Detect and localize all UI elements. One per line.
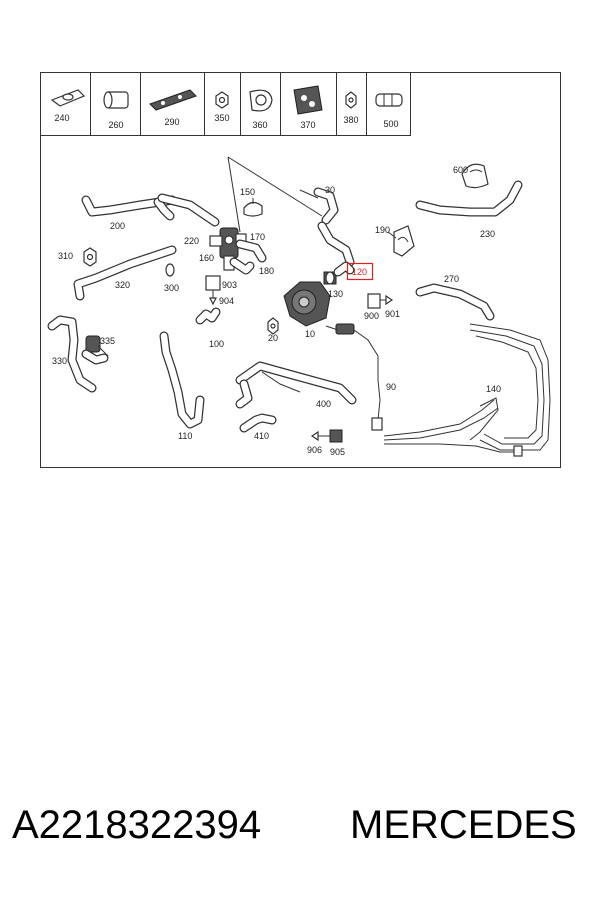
callout-labels: 600 230 150 30 200 190 170 220 310 160 1…	[52, 165, 501, 457]
footer: A2218322394 MERCEDES	[0, 803, 600, 863]
highlight-box-120[interactable]	[346, 262, 374, 281]
callout-335[interactable]: 335	[100, 336, 115, 346]
callout-10[interactable]: 10	[305, 329, 315, 339]
block-370-icon	[293, 85, 323, 115]
callout-150[interactable]: 150	[240, 187, 255, 197]
callout-330[interactable]: 330	[52, 356, 67, 366]
hoses-and-parts	[47, 156, 551, 457]
thumbnail-label: 350	[214, 113, 229, 123]
connector-900-icon	[367, 293, 394, 309]
valve-160-icon	[209, 227, 247, 271]
sensor-cable-90-icon	[335, 323, 383, 431]
sleeve-260-icon	[103, 91, 129, 109]
grommet-500-icon	[375, 93, 403, 107]
callout-130[interactable]: 130	[328, 289, 343, 299]
part-number: A2218322394	[12, 803, 262, 847]
callout-270[interactable]: 270	[444, 274, 459, 284]
callout-903[interactable]: 903	[222, 280, 237, 290]
callout-200[interactable]: 200	[110, 221, 125, 231]
gasket-240-icon	[50, 89, 86, 107]
thumbnail-label: 240	[54, 113, 69, 123]
thumbnail-label: 290	[164, 117, 179, 127]
thumbnail-cell[interactable]	[366, 72, 411, 136]
callout-220[interactable]: 220	[184, 236, 199, 246]
callout-90[interactable]: 90	[386, 382, 396, 392]
clip-903-icon	[205, 275, 221, 306]
callout-120[interactable]: 120	[352, 267, 367, 277]
callout-230[interactable]: 230	[480, 229, 495, 239]
thumbnail-label: 260	[108, 120, 123, 130]
bracket-290-icon	[149, 89, 197, 111]
callout-140[interactable]: 140	[486, 384, 501, 394]
callout-20[interactable]: 20	[268, 333, 278, 343]
wiring-harness-140-icon	[383, 323, 551, 457]
thumbnail-label: 360	[252, 120, 267, 130]
nut-310-icon	[83, 247, 97, 267]
ring-300-icon	[165, 263, 175, 277]
callout-190[interactable]: 190	[375, 225, 390, 235]
callout-180[interactable]: 180	[259, 266, 274, 276]
callout-905[interactable]: 905	[330, 447, 345, 457]
connector-906-icon	[310, 429, 343, 443]
brand-name: MERCEDES	[350, 803, 577, 847]
callout-904[interactable]: 904	[219, 296, 234, 306]
callout-320[interactable]: 320	[115, 280, 130, 290]
thumbnail-label: 380	[343, 115, 358, 125]
clamp-360-icon	[249, 89, 273, 112]
nut-350-icon	[215, 91, 229, 109]
callout-300[interactable]: 300	[164, 283, 179, 293]
pipe-400-icon	[235, 361, 357, 409]
callout-901[interactable]: 901	[385, 309, 400, 319]
callout-600[interactable]: 600	[453, 165, 468, 175]
callout-30[interactable]: 30	[325, 185, 335, 195]
thumbnail-label: 500	[383, 119, 398, 129]
nut-20-icon	[267, 317, 279, 335]
callout-170[interactable]: 170	[250, 232, 265, 242]
thumbnail-label: 370	[300, 120, 315, 130]
callout-906[interactable]: 906	[307, 445, 322, 455]
callout-900[interactable]: 900	[364, 311, 379, 321]
clip-600-icon	[461, 163, 489, 189]
callout-110[interactable]: 110	[178, 431, 192, 441]
ring-130-icon	[325, 271, 335, 285]
callout-400[interactable]: 400	[316, 399, 331, 409]
callout-160[interactable]: 160	[199, 253, 214, 263]
nut-380-icon	[345, 91, 357, 109]
bracket-190-icon	[393, 225, 415, 257]
thumbnail-strip: 240 260 290 350 360 370 380 500	[40, 72, 411, 136]
callout-310[interactable]: 310	[58, 251, 73, 261]
callout-410[interactable]: 410	[254, 431, 269, 441]
clamp-150-icon	[243, 198, 263, 217]
callout-100[interactable]: 100	[209, 339, 224, 349]
